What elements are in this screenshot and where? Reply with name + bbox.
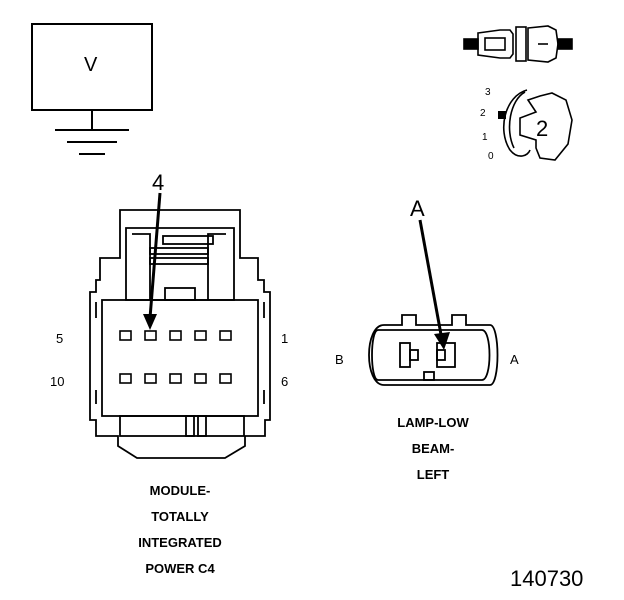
c4-connector-caption: MODULE- TOTALLY INTEGRATED POWER C4 [110,478,250,582]
c4-caption-line-2: TOTALLY [151,509,209,524]
c4-pin-label-10: 10 [50,374,65,389]
lamp-side-label-b: B [335,352,344,367]
c4-pin-cavity [119,373,132,384]
lamp-side-label-a: A [510,352,519,367]
callout-arrow-pin-4 [143,192,162,330]
lamp-callout-label: A [410,196,425,221]
lamp-caption-line-3: LEFT [416,467,450,482]
lamp-connector-caption: LAMP-LOW BEAM- LEFT [368,410,498,488]
c4-pin-cavity [119,330,132,341]
c4-pin-cavity [194,373,207,384]
c4-pin-cavity [144,373,157,384]
switch-setting-label: 2 [536,116,549,141]
connector-view-icon [463,25,573,63]
voltmeter-symbol [31,23,153,155]
lamp-caption-line-2: BEAM- [411,441,455,456]
c4-pin-cavity [169,373,182,384]
c4-pin-cavity [169,330,182,341]
figure-number: 140730 [510,566,584,591]
c4-pin-cavity [219,373,232,384]
c4-pin-label-1: 1 [281,331,289,346]
c4-caption-line-4: POWER C4 [145,561,215,576]
c4-caption-line-3: INTEGRATED [138,535,222,550]
voltmeter-label: V [84,54,98,76]
rotary-switch-icon [498,89,573,161]
c4-pin-cavity [144,330,157,341]
lamp-connector [368,314,499,386]
c4-pin-cavities [119,330,232,384]
c4-pin-cavity [194,330,207,341]
callout-arrow-pin-a [418,219,450,350]
c4-caption-line-1: MODULE- [149,483,211,498]
module-c4-connector [89,209,271,459]
c4-pin-label-5: 5 [56,331,64,346]
switch-position-0: 0 [488,151,494,162]
lamp-caption-line-1: LAMP-LOW [397,415,469,430]
switch-position-3: 3 [485,87,491,98]
switch-position-2: 2 [480,108,486,119]
switch-position-1: 1 [482,132,488,143]
c4-callout-label: 4 [152,170,165,195]
c4-pin-cavity [219,330,232,341]
c4-pin-label-6: 6 [281,374,289,389]
